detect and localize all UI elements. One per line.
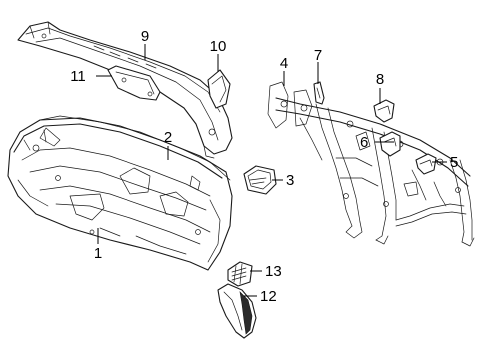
part-6-bracket: [379, 131, 401, 157]
part-11-bracket-panel: [107, 65, 161, 101]
callout-2: 2: [164, 129, 172, 146]
part-13-vent-grille: [227, 261, 253, 287]
part-3-air-vent: [243, 165, 277, 195]
part-8-bracket: [373, 99, 395, 123]
callout-4: 4: [280, 55, 288, 72]
callout-10: 10: [210, 38, 227, 55]
part-2-main-panel: [7, 115, 233, 271]
callout-labels: 1 2 3 4 5 6 7 8 9 10 11 12 13: [70, 28, 458, 305]
part-10-trim-piece: [207, 69, 231, 109]
callout-12: 12: [260, 288, 277, 305]
callout-13: 13: [265, 263, 282, 280]
callout-5: 5: [450, 154, 458, 171]
part-4-cross-beam: [267, 81, 475, 247]
part-5-bracket: [415, 153, 437, 175]
leader-lines: [96, 44, 447, 297]
callout-9: 9: [141, 28, 149, 45]
callout-7: 7: [314, 47, 322, 64]
callout-3: 3: [286, 172, 294, 189]
callout-6: 6: [360, 134, 368, 151]
part-7-vertical-bracket: [313, 81, 325, 105]
callout-1: 1: [94, 245, 102, 262]
callout-11: 11: [70, 68, 86, 85]
part-12-side-cover: [217, 283, 257, 339]
callout-8: 8: [376, 71, 384, 88]
